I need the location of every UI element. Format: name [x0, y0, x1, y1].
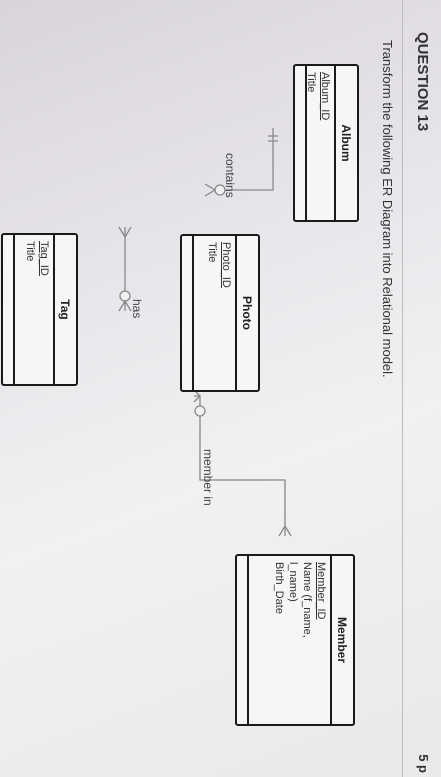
album-attributes: Album_ID Title [305, 66, 334, 220]
member-name-attr-cont: l_name) [287, 562, 299, 602]
member-attributes: Member_ID Name (f_name, l_name) Birth_Da… [247, 556, 330, 724]
has-label: has [130, 299, 144, 319]
photo-entity: Photo Photo_ID Title [180, 234, 260, 392]
tag-attributes: Tag_ID Title [13, 235, 53, 384]
album-id-attr: Album_ID [319, 72, 331, 121]
tag-title-attr: Title [24, 241, 36, 262]
photo-id-attr: Photo_ID [220, 242, 232, 288]
tag-many-mark [118, 299, 132, 312]
photo-entity-name: Photo [240, 296, 254, 330]
album-one-mark [268, 135, 278, 142]
member-entity-name: Member [335, 616, 349, 663]
member-in-optional-circle [194, 405, 206, 417]
member-name-attr: Name (f_name, [301, 562, 313, 638]
album-contains-line [225, 128, 274, 191]
photo-many-mark-2 [118, 226, 132, 239]
tag-entity: Tag Tag_ID Title [1, 233, 78, 386]
tag-id-attr: Tag_ID [38, 241, 50, 276]
tag-entity-name: Tag [58, 299, 72, 320]
member-birth-date-attr: Birth_Date [273, 562, 285, 614]
album-entity-name: Album [339, 124, 353, 162]
member-id-attr: Member_ID [315, 562, 327, 620]
has-optional-circle [119, 290, 131, 302]
photo-many-mark [204, 183, 217, 197]
photo-many-mark-3 [193, 389, 201, 403]
contains-label: contains [223, 153, 237, 198]
album-title-attr: Title [305, 72, 317, 93]
member-many-mark [278, 524, 292, 537]
album-entity: Album Album_ID Title [293, 64, 359, 222]
photo-title-attr: Title [206, 242, 218, 263]
member-entity: Member Member_ID Name (f_name, l_name) B… [235, 554, 355, 726]
photo-attributes: Photo_ID Title [192, 236, 235, 390]
member-in-label: member in [201, 449, 215, 506]
photo-member-line [194, 395, 286, 536]
